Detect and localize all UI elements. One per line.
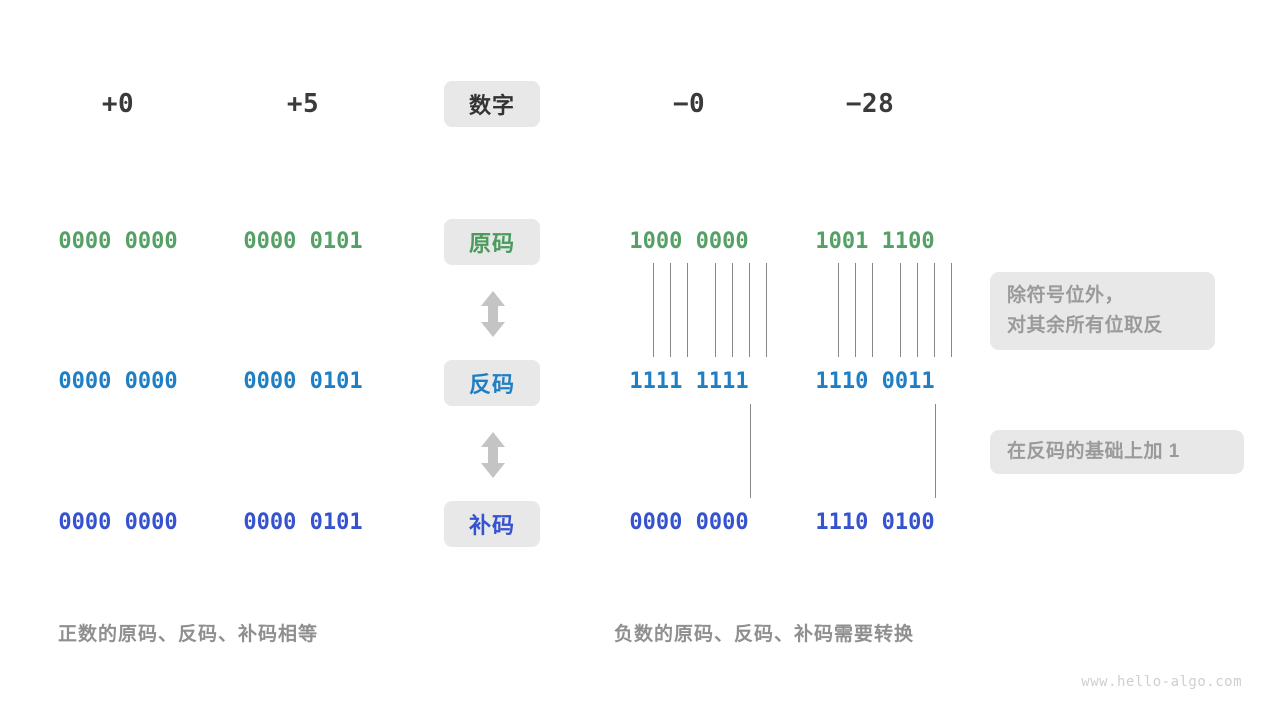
column-header-pos-five: +5 <box>286 89 320 119</box>
note-invert-bits-line-2: 对其余所有位取反 <box>1007 315 1164 336</box>
note-invert-bits-line-1: 除符号位外， <box>1007 285 1125 306</box>
caption-positive: 正数的原码、反码、补码相等 <box>58 624 319 645</box>
note-add-one: 在反码的基础上加 1 <box>990 430 1244 474</box>
cell-sign-magnitude-neg-28: 1001 1100 <box>815 229 935 254</box>
row-label-badge-sign-magnitude: 原码 <box>444 219 540 265</box>
cell-ones-complement-pos-five: 0000 0101 <box>243 369 363 394</box>
double-arrow-vertical-icon-lower <box>473 430 513 480</box>
row-label-badge-twos-complement: 补码 <box>444 501 540 547</box>
cell-sign-magnitude-pos-five: 0000 0101 <box>243 229 363 254</box>
connector-line <box>732 263 733 357</box>
note-add-one-line-1: 在反码的基础上加 1 <box>1007 441 1180 462</box>
note-invert-bits: 除符号位外， 对其余所有位取反 <box>990 272 1215 350</box>
cell-ones-complement-neg-28: 1110 0011 <box>815 369 935 394</box>
connector-line <box>872 263 873 357</box>
cell-sign-magnitude-pos-zero: 0000 0000 <box>58 229 178 254</box>
connector-line-carry <box>750 404 751 498</box>
connector-line <box>766 263 767 357</box>
connector-line <box>917 263 918 357</box>
row-label-badge-ones-complement: 反码 <box>444 360 540 406</box>
connector-line <box>900 263 901 357</box>
cell-sign-magnitude-neg-zero: 1000 0000 <box>629 229 749 254</box>
connector-line <box>653 263 654 357</box>
cell-twos-complement-neg-28: 1110 0100 <box>815 510 935 535</box>
connector-line <box>934 263 935 357</box>
cell-twos-complement-pos-zero: 0000 0000 <box>58 510 178 535</box>
cell-ones-complement-neg-zero: 1111 1111 <box>629 369 749 394</box>
cell-ones-complement-pos-zero: 0000 0000 <box>58 369 178 394</box>
connector-line <box>715 263 716 357</box>
connector-line <box>687 263 688 357</box>
connector-line <box>749 263 750 357</box>
double-arrow-vertical-icon-upper <box>473 289 513 339</box>
connector-line-carry <box>935 404 936 498</box>
connector-line <box>855 263 856 357</box>
column-header-neg-zero: −0 <box>672 89 706 119</box>
row-label-badge-number: 数字 <box>444 81 540 127</box>
connector-line <box>670 263 671 357</box>
connector-line <box>951 263 952 357</box>
caption-negative: 负数的原码、反码、补码需要转换 <box>614 624 915 645</box>
column-header-pos-zero: +0 <box>101 89 135 119</box>
cell-twos-complement-neg-zero: 0000 0000 <box>629 510 749 535</box>
connector-line <box>838 263 839 357</box>
cell-twos-complement-pos-five: 0000 0101 <box>243 510 363 535</box>
column-header-neg-28: −28 <box>845 89 895 119</box>
watermark: www.hello-algo.com <box>1081 674 1242 690</box>
